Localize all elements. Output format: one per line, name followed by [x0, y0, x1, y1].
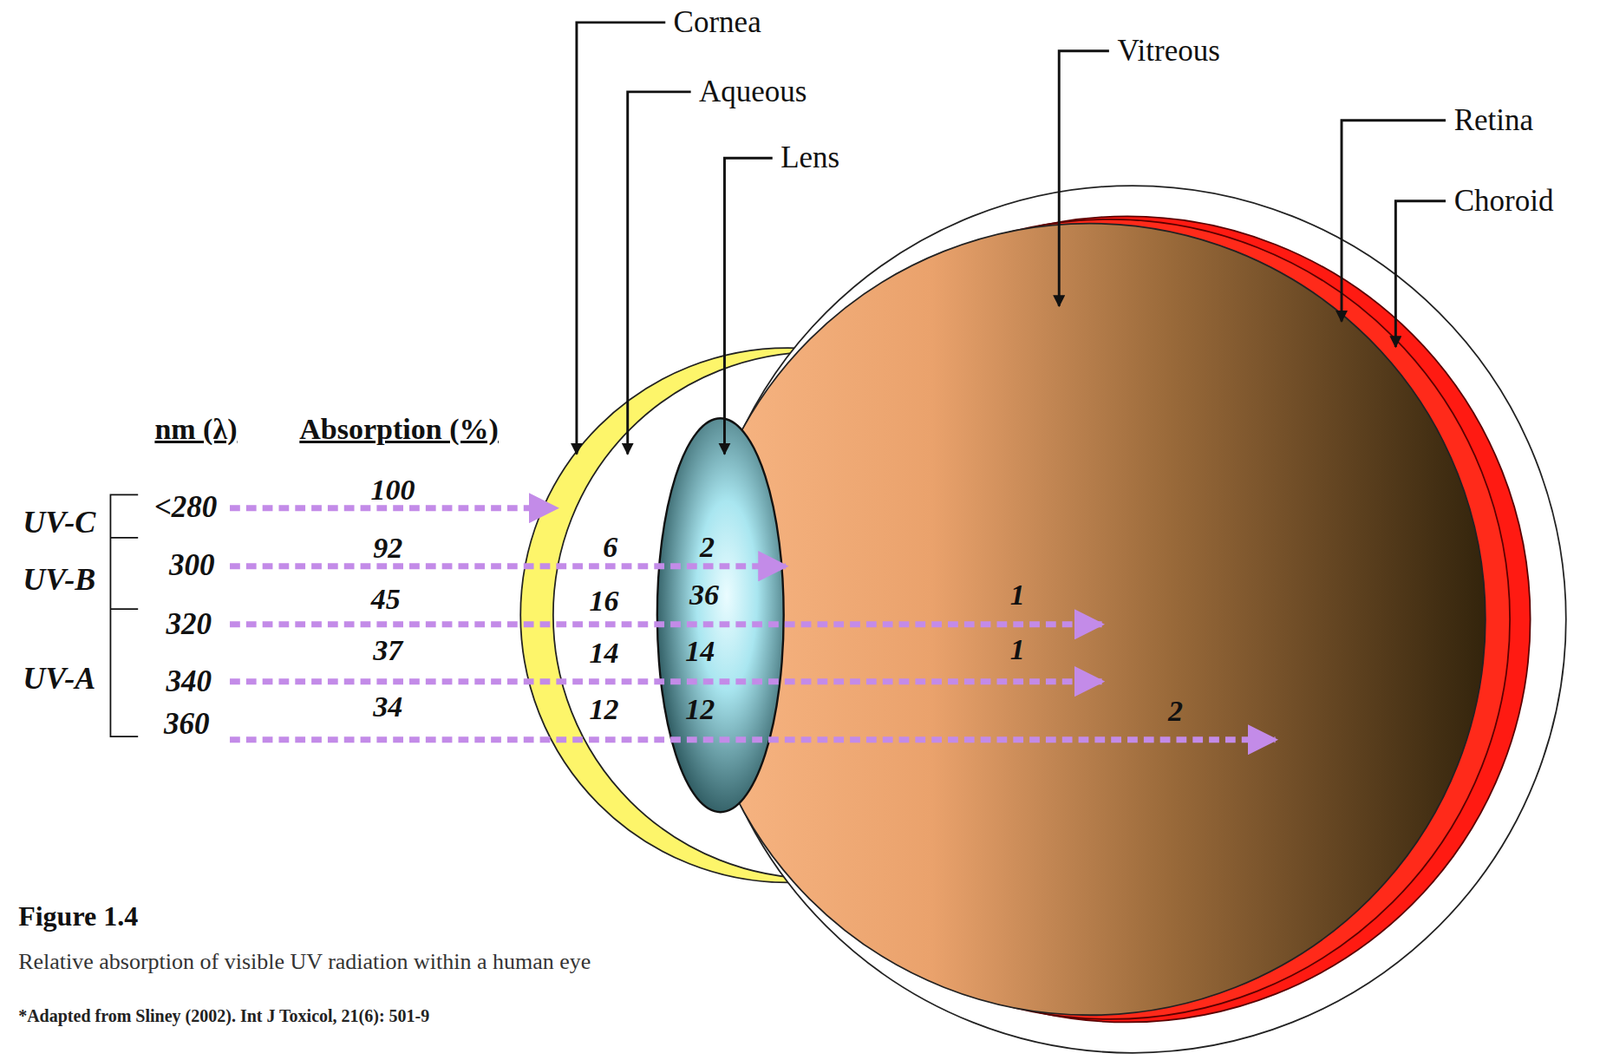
wavelength-value: 340: [165, 665, 212, 699]
absorption-value: 100: [371, 473, 416, 506]
absorption-value: 14: [589, 636, 620, 669]
absorption-value: 16: [589, 584, 620, 617]
part-name: Choroid: [1454, 184, 1555, 219]
absorption-value: 34: [372, 690, 403, 723]
part-name: Vitreous: [1116, 34, 1220, 69]
figure-title: Figure 1.4: [18, 901, 138, 932]
part-name: Lens: [780, 141, 840, 176]
uv-ray-arrow: [229, 562, 786, 569]
absorption-value: 14: [685, 634, 715, 667]
figure-caption: Relative absorption of visible UV radiat…: [18, 949, 591, 975]
absorption-value: 12: [685, 692, 715, 725]
absorption-value: 12: [589, 692, 620, 725]
absorption-value: 2: [699, 530, 715, 563]
leader-line: [724, 157, 772, 454]
absorption-value: 1: [1010, 633, 1026, 666]
part-name: Aqueous: [698, 75, 807, 110]
absorption-value: 2: [1168, 694, 1183, 727]
uv-ray-arrow: [229, 620, 1103, 627]
wavelength-value: 300: [169, 548, 216, 583]
column-heading: Absorption (%): [299, 412, 499, 445]
source-note: *Adapted from Sliney (2002). Int J Toxic…: [18, 1005, 430, 1026]
leader-line: [1395, 201, 1446, 347]
leader-line: [1341, 120, 1446, 322]
absorption-value: 6: [602, 530, 618, 563]
uv-ray-arrow: [229, 736, 1276, 743]
band-name: UV-B: [22, 562, 96, 598]
leader-line: [627, 91, 692, 455]
part-name: Retina: [1454, 104, 1534, 138]
absorption-value: 1: [1010, 578, 1026, 611]
absorption-value: 92: [372, 531, 403, 564]
absorption-value: 45: [371, 582, 401, 615]
wavelength-value: <280: [154, 490, 217, 525]
column-heading: nm (λ): [154, 412, 237, 445]
band-bracket: [110, 494, 138, 737]
uv-ray-arrow: [229, 678, 1103, 685]
band-name: UV-A: [22, 661, 96, 697]
lens-shape: [657, 417, 784, 812]
wavelength-value: 360: [163, 707, 210, 742]
part-name: Cornea: [673, 6, 762, 40]
absorption-value: 36: [689, 578, 719, 611]
uv-ray-arrow: [229, 504, 556, 511]
vitreous-shape: [693, 223, 1486, 1016]
absorption-value: 37: [372, 633, 403, 667]
band-name: UV-C: [22, 505, 96, 541]
leader-line: [576, 22, 666, 455]
leader-line: [1058, 51, 1110, 307]
wavelength-value: 320: [165, 607, 212, 642]
